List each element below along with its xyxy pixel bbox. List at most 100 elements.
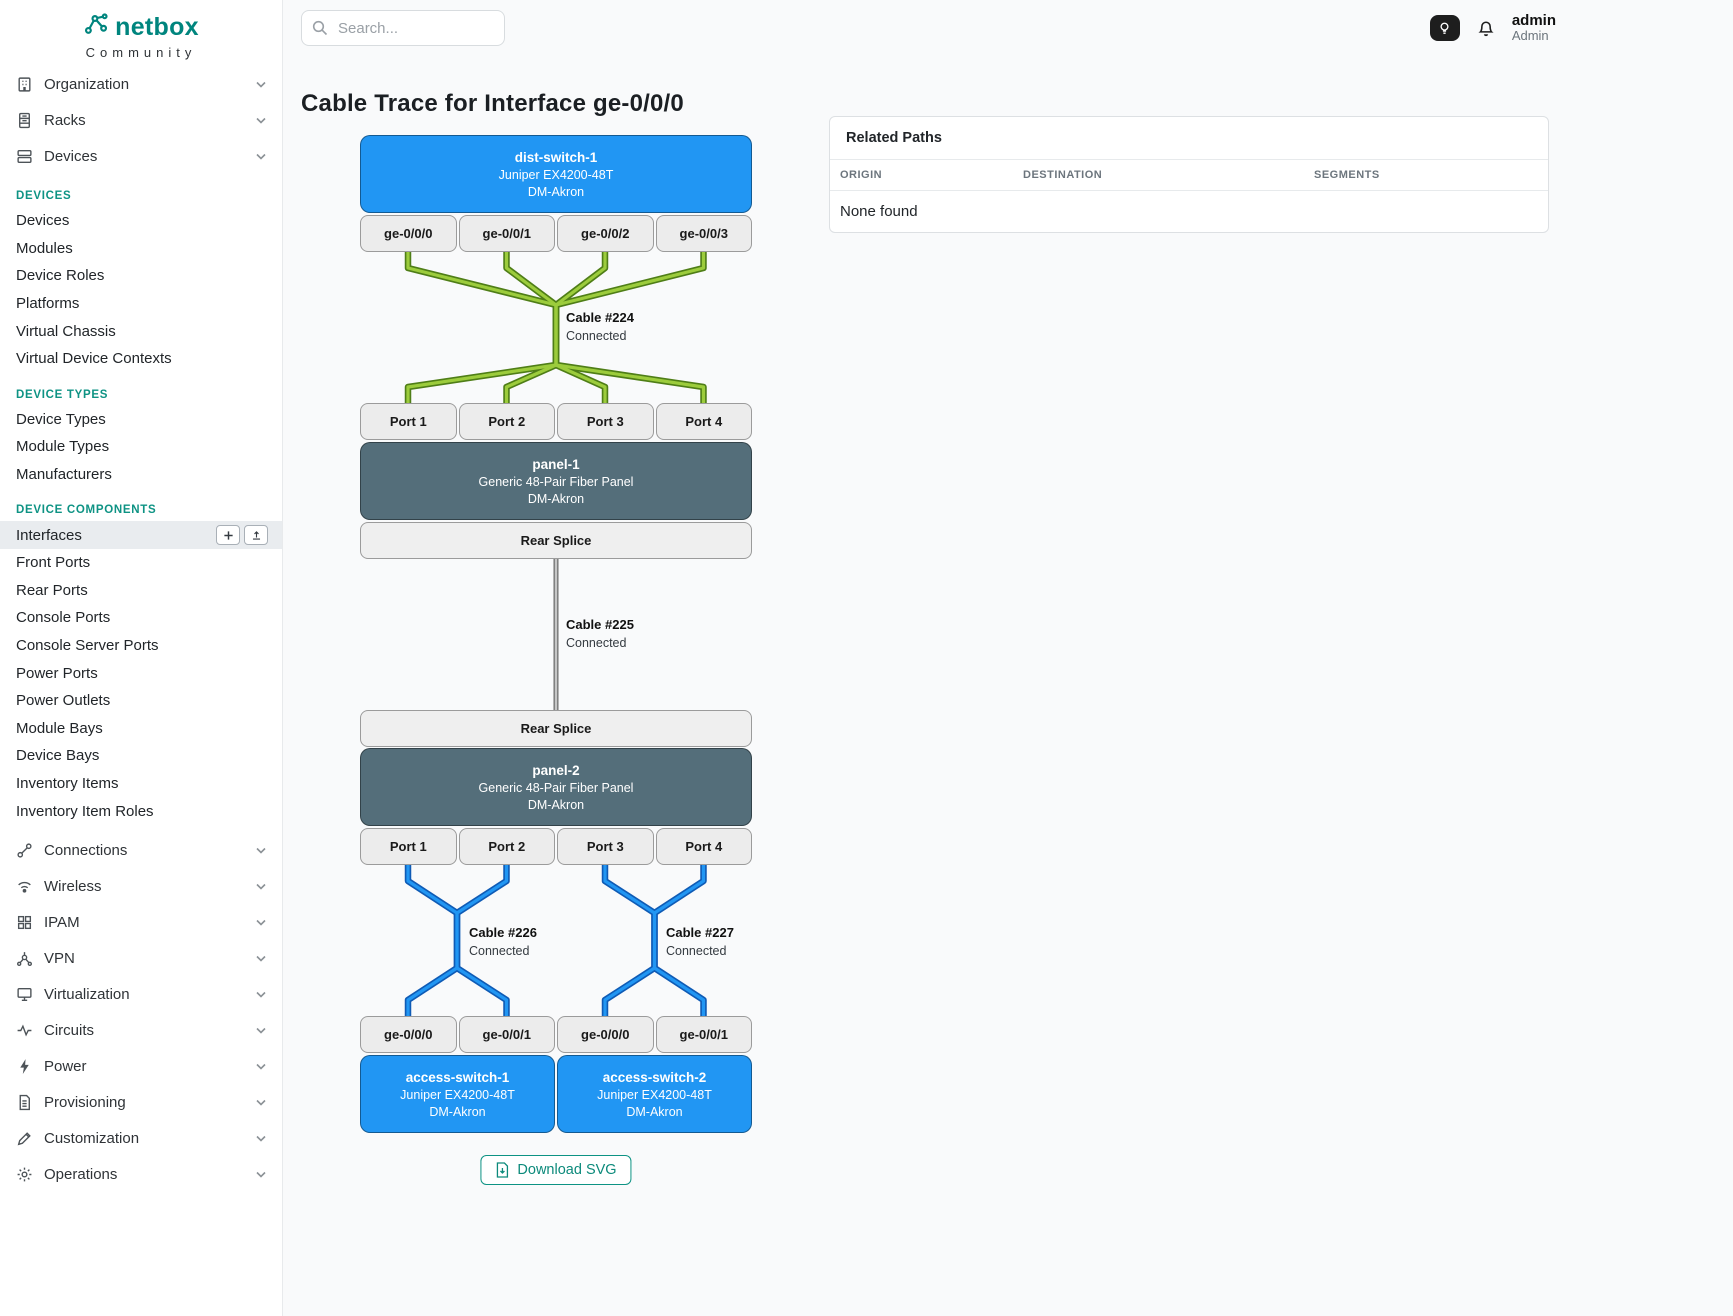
cable-label-226: Cable #226 Connected bbox=[469, 925, 537, 958]
sidebar-item-devices-list[interactable]: Devices bbox=[16, 212, 70, 230]
sidebar-item-module-bays[interactable]: Module Bays bbox=[16, 719, 103, 737]
sidebar-item-rear-ports[interactable]: Rear Ports bbox=[16, 581, 88, 599]
sidebar-item-module-types[interactable]: Module Types bbox=[16, 438, 110, 456]
port-terminal[interactable]: Port 2 bbox=[458, 828, 555, 865]
port-terminal[interactable]: Port 2 bbox=[458, 403, 555, 440]
notifications-button[interactable] bbox=[1476, 18, 1496, 38]
devices-icon bbox=[16, 148, 33, 165]
file-download-icon bbox=[496, 1162, 509, 1178]
sidebar-item-circuits[interactable]: Circuits bbox=[0, 1013, 282, 1049]
user-role: Admin bbox=[1511, 28, 1549, 44]
device-box-dist-switch-1[interactable]: dist-switch-1 Juniper EX4200-48T DM-Akro… bbox=[360, 135, 752, 213]
port-terminal[interactable]: Port 4 bbox=[655, 828, 752, 865]
interface-terminal[interactable]: ge-0/0/2 bbox=[557, 215, 654, 252]
device-box-access-switch-1[interactable]: access-switch-1 Juniper EX4200-48T DM-Ak… bbox=[360, 1055, 555, 1133]
related-paths-card: Related Paths ORIGIN DESTINATION SEGMENT… bbox=[829, 116, 1549, 233]
rear-splice-terminal[interactable]: Rear Splice bbox=[360, 522, 752, 559]
sidebar-item-vpn[interactable]: VPN bbox=[0, 941, 282, 977]
sidebar-item-customization[interactable]: Customization bbox=[0, 1121, 282, 1157]
interface-terminal[interactable]: ge-0/0/1 bbox=[655, 1016, 752, 1053]
sidebar-item-inventory-items[interactable]: Inventory Items bbox=[16, 774, 119, 792]
chevron-down-icon bbox=[256, 1027, 266, 1035]
sidebar-item-virtual-device-contexts[interactable]: Virtual Device Contexts bbox=[16, 350, 172, 368]
sidebar-item-power-outlets[interactable]: Power Outlets bbox=[16, 692, 111, 710]
ipam-icon bbox=[16, 914, 33, 931]
sidebar-item-device-bays[interactable]: Device Bays bbox=[16, 747, 100, 765]
port-terminal[interactable]: Port 1 bbox=[360, 828, 457, 865]
device-box-panel-1[interactable]: panel-1 Generic 48-Pair Fiber Panel DM-A… bbox=[360, 442, 752, 520]
search-input[interactable] bbox=[301, 10, 505, 46]
search-box bbox=[301, 10, 505, 46]
cable-227-path[interactable] bbox=[601, 865, 707, 1016]
sidebar-item-power[interactable]: Power bbox=[0, 1049, 282, 1085]
interface-terminal[interactable]: ge-0/0/0 bbox=[360, 215, 457, 252]
sidebar-item-label: Racks bbox=[44, 111, 86, 129]
sidebar-item-inventory-item-roles[interactable]: Inventory Item Roles bbox=[16, 802, 154, 820]
device-box-panel-2[interactable]: panel-2 Generic 48-Pair Fiber Panel DM-A… bbox=[360, 748, 752, 826]
brand[interactable]: netbox Community bbox=[0, 0, 282, 62]
chevron-down-icon bbox=[256, 1171, 266, 1179]
port-terminal[interactable]: Port 1 bbox=[360, 403, 457, 440]
device-name: access-switch-2 bbox=[602, 1069, 707, 1085]
cable-lines bbox=[404, 252, 707, 1016]
sidebar-item-label: Connections bbox=[44, 842, 128, 860]
sidebar-item-racks[interactable]: Racks bbox=[0, 102, 282, 138]
sidebar-item-connections[interactable]: Connections bbox=[0, 833, 282, 869]
sidebar-item-interfaces[interactable]: Interfaces bbox=[0, 521, 282, 549]
sidebar-item-devices[interactable]: Devices bbox=[0, 138, 282, 174]
sidebar: netbox Community Organization Racks Devi… bbox=[0, 0, 283, 1316]
user-name: admin bbox=[1511, 11, 1556, 29]
sidebar-item-console-ports[interactable]: Console Ports bbox=[16, 609, 111, 627]
netbox-logo-icon bbox=[83, 12, 109, 43]
theme-toggle-button[interactable] bbox=[1429, 15, 1460, 41]
interface-terminal[interactable]: ge-0/0/1 bbox=[458, 1016, 555, 1053]
interface-terminal[interactable]: ge-0/0/1 bbox=[458, 215, 555, 252]
interface-terminal[interactable]: ge-0/0/0 bbox=[557, 1016, 654, 1053]
interface-terminal[interactable]: ge-0/0/3 bbox=[655, 215, 752, 252]
sidebar-item-ipam[interactable]: IPAM bbox=[0, 905, 282, 941]
racks-icon bbox=[16, 112, 33, 129]
sidebar-item-front-ports[interactable]: Front Ports bbox=[16, 554, 91, 572]
column-header-destination: DESTINATION bbox=[1013, 160, 1304, 191]
device-box-access-switch-2[interactable]: access-switch-2 Juniper EX4200-48T DM-Ak… bbox=[557, 1055, 752, 1133]
sidebar-section-device-components: DEVICE COMPONENTS bbox=[16, 504, 157, 517]
port-terminal[interactable]: Port 3 bbox=[557, 828, 654, 865]
cable-226-path[interactable] bbox=[404, 865, 510, 1016]
sidebar-item-organization[interactable]: Organization bbox=[0, 66, 282, 102]
cable-224-path[interactable] bbox=[404, 252, 707, 403]
import-button[interactable] bbox=[244, 525, 268, 546]
download-svg-button[interactable]: Download SVG bbox=[480, 1155, 632, 1185]
sidebar-item-device-roles[interactable]: Device Roles bbox=[16, 267, 105, 285]
rear-splice-terminal[interactable]: Rear Splice bbox=[360, 710, 752, 747]
cable-name[interactable]: Cable #224 bbox=[566, 310, 634, 325]
cable-status: Connected bbox=[666, 944, 727, 958]
sidebar-item-provisioning[interactable]: Provisioning bbox=[0, 1085, 282, 1121]
cable-name[interactable]: Cable #225 bbox=[566, 617, 634, 632]
interface-terminal[interactable]: ge-0/0/0 bbox=[360, 1016, 457, 1053]
cable-name[interactable]: Cable #227 bbox=[666, 925, 734, 940]
device-site: DM-Akron bbox=[429, 1104, 486, 1119]
cable-name[interactable]: Cable #226 bbox=[469, 925, 537, 940]
add-button[interactable] bbox=[216, 525, 240, 546]
chevron-down-icon bbox=[256, 955, 266, 963]
sidebar-item-virtual-chassis[interactable]: Virtual Chassis bbox=[16, 322, 116, 340]
main-content: admin Admin Cable Trace for Interface ge… bbox=[284, 0, 1733, 1316]
sidebar-item-virtualization[interactable]: Virtualization bbox=[0, 977, 282, 1013]
sidebar-item-wireless[interactable]: Wireless bbox=[0, 869, 282, 905]
port-terminal[interactable]: Port 3 bbox=[557, 403, 654, 440]
chevron-down-icon bbox=[256, 153, 266, 160]
device-name: dist-switch-1 bbox=[514, 149, 598, 165]
sidebar-item-modules[interactable]: Modules bbox=[16, 239, 73, 257]
sidebar-item-power-ports[interactable]: Power Ports bbox=[16, 664, 98, 682]
device-site: DM-Akron bbox=[527, 491, 585, 506]
sidebar-item-operations[interactable]: Operations bbox=[0, 1157, 282, 1193]
device-site: DM-Akron bbox=[527, 184, 585, 199]
port-terminal[interactable]: Port 4 bbox=[655, 403, 752, 440]
sidebar-item-console-server-ports[interactable]: Console Server Ports bbox=[16, 637, 159, 655]
sidebar-item-platforms[interactable]: Platforms bbox=[16, 295, 80, 313]
sidebar-item-device-types[interactable]: Device Types bbox=[16, 410, 106, 428]
sidebar-item-manufacturers[interactable]: Manufacturers bbox=[16, 466, 112, 484]
power-icon bbox=[16, 1058, 33, 1075]
user-menu[interactable]: admin Admin bbox=[1512, 12, 1556, 44]
sidebar-item-label: Interfaces bbox=[16, 526, 82, 544]
